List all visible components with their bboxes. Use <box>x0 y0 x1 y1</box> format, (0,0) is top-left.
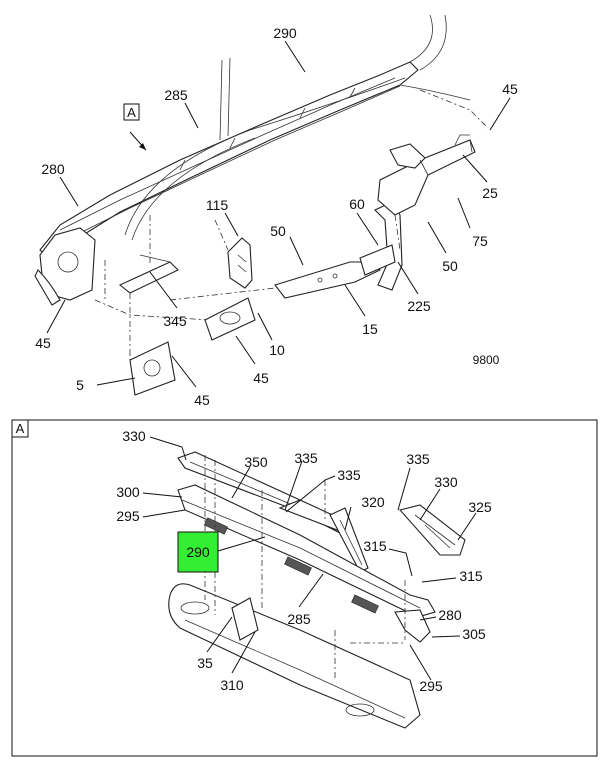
bracket-5-part <box>129 341 176 396</box>
callout-330-left: 330 <box>122 428 146 444</box>
callout-290: 290 <box>273 25 297 41</box>
callout-305: 305 <box>462 626 486 642</box>
callout-25: 25 <box>482 185 498 201</box>
callout-15: 15 <box>362 321 378 337</box>
callout-45-mid: 45 <box>253 370 269 386</box>
view-a-label: A <box>127 105 136 120</box>
callout-75: 75 <box>472 233 488 249</box>
bracket-325-part <box>398 504 466 556</box>
callout-50-arm: 50 <box>270 223 286 239</box>
callout-115: 115 <box>206 197 229 213</box>
callout-45-right: 45 <box>502 81 518 97</box>
callout-330-right: 330 <box>434 474 458 490</box>
callout-280: 280 <box>41 161 65 177</box>
callout-5: 5 <box>76 377 84 393</box>
callout-310: 310 <box>220 677 244 693</box>
callout-335-c: 335 <box>406 451 430 467</box>
lower-bolster-part <box>168 583 421 729</box>
callout-10: 10 <box>269 342 285 358</box>
callout-225: 225 <box>407 298 431 314</box>
center-bracket-345-part <box>94 254 211 350</box>
bracket-320-part <box>329 507 369 573</box>
top-exploded-view: A 290 45 285 280 25 115 60 75 50 50 <box>34 14 518 408</box>
callout-315-upper: 315 <box>363 538 387 554</box>
callout-320: 320 <box>361 494 385 510</box>
callout-335-b: 335 <box>337 467 361 483</box>
bracket-10-part <box>204 297 256 341</box>
callout-300: 300 <box>116 484 140 500</box>
callout-280-detail: 280 <box>438 607 462 623</box>
callout-345: 345 <box>163 313 187 329</box>
support-arm-15-part <box>274 261 381 299</box>
upper-rail-part <box>177 451 351 534</box>
duct-panel-part <box>177 484 436 643</box>
view-a-marker: A <box>123 103 147 151</box>
detail-view-a: A <box>11 419 598 757</box>
callout-325: 325 <box>468 499 492 515</box>
drawing-number: 9800 <box>473 353 500 367</box>
callout-335-a: 335 <box>294 450 318 466</box>
callout-350: 350 <box>244 454 268 470</box>
callout-285-detail: 285 <box>287 611 311 627</box>
callout-60: 60 <box>349 196 365 212</box>
callout-315-lower: 315 <box>459 568 483 584</box>
detail-a-label: A <box>16 421 25 436</box>
callout-45-lower: 45 <box>194 392 210 408</box>
detail-frame <box>11 419 598 757</box>
callout-290-detail: 290 <box>186 544 210 560</box>
callout-50-post: 50 <box>442 258 458 274</box>
callout-35: 35 <box>197 655 213 671</box>
bracket-115-part <box>227 237 253 289</box>
left-end-bracket-part <box>34 227 96 306</box>
callout-295-upper: 295 <box>116 508 140 524</box>
dash-panel-part <box>39 14 471 263</box>
callout-45-left: 45 <box>35 335 51 351</box>
column-support-25-part <box>377 134 476 216</box>
callout-295-lower: 295 <box>419 678 443 694</box>
callout-285: 285 <box>164 87 188 103</box>
highlight-box-290 <box>177 531 219 573</box>
